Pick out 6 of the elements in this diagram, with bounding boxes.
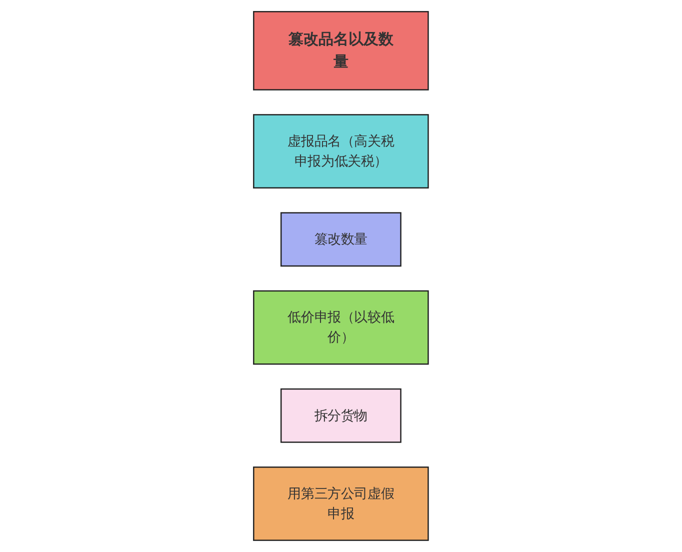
node-box: 低价申报（以较低价） [253,290,429,365]
node-box: 篡改数量 [280,212,402,267]
node-box: 拆分货物 [280,388,402,443]
node-box: 虚报品名（高关税申报为低关税） [253,114,429,188]
node-box: 用第三方公司虚假申报 [253,466,429,541]
node-box: 篡改品名以及数量 [253,11,429,90]
